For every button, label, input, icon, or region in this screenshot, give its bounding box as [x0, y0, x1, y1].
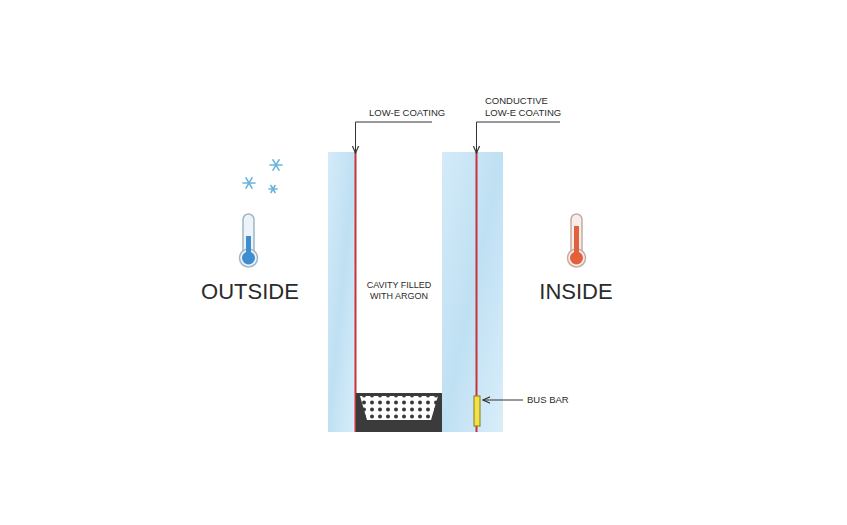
leader-line — [483, 400, 523, 401]
part-label: BUS BAR — [527, 394, 569, 406]
coating-label: CONDUCTIVE LOW-E COATING — [485, 95, 567, 119]
desiccant — [360, 396, 438, 420]
side-label: INSIDE — [539, 278, 612, 306]
leader-line — [477, 122, 561, 153]
snowflakes — [243, 160, 282, 193]
bus-bar — [474, 396, 480, 426]
low-e-coating — [355, 152, 357, 432]
warm-thermometer — [568, 214, 586, 267]
conductive-coating — [476, 152, 478, 432]
cold-thermometer — [240, 214, 258, 267]
inner-glass-pane — [442, 152, 503, 432]
spacer — [356, 393, 442, 432]
leader-line — [356, 122, 433, 153]
side-label: OUTSIDE — [201, 278, 299, 306]
outer-glass-pane — [328, 152, 356, 432]
coating-label: LOW-E COATING — [369, 107, 445, 119]
cavity-label: CAVITY FILLED WITH ARGON — [359, 280, 439, 303]
